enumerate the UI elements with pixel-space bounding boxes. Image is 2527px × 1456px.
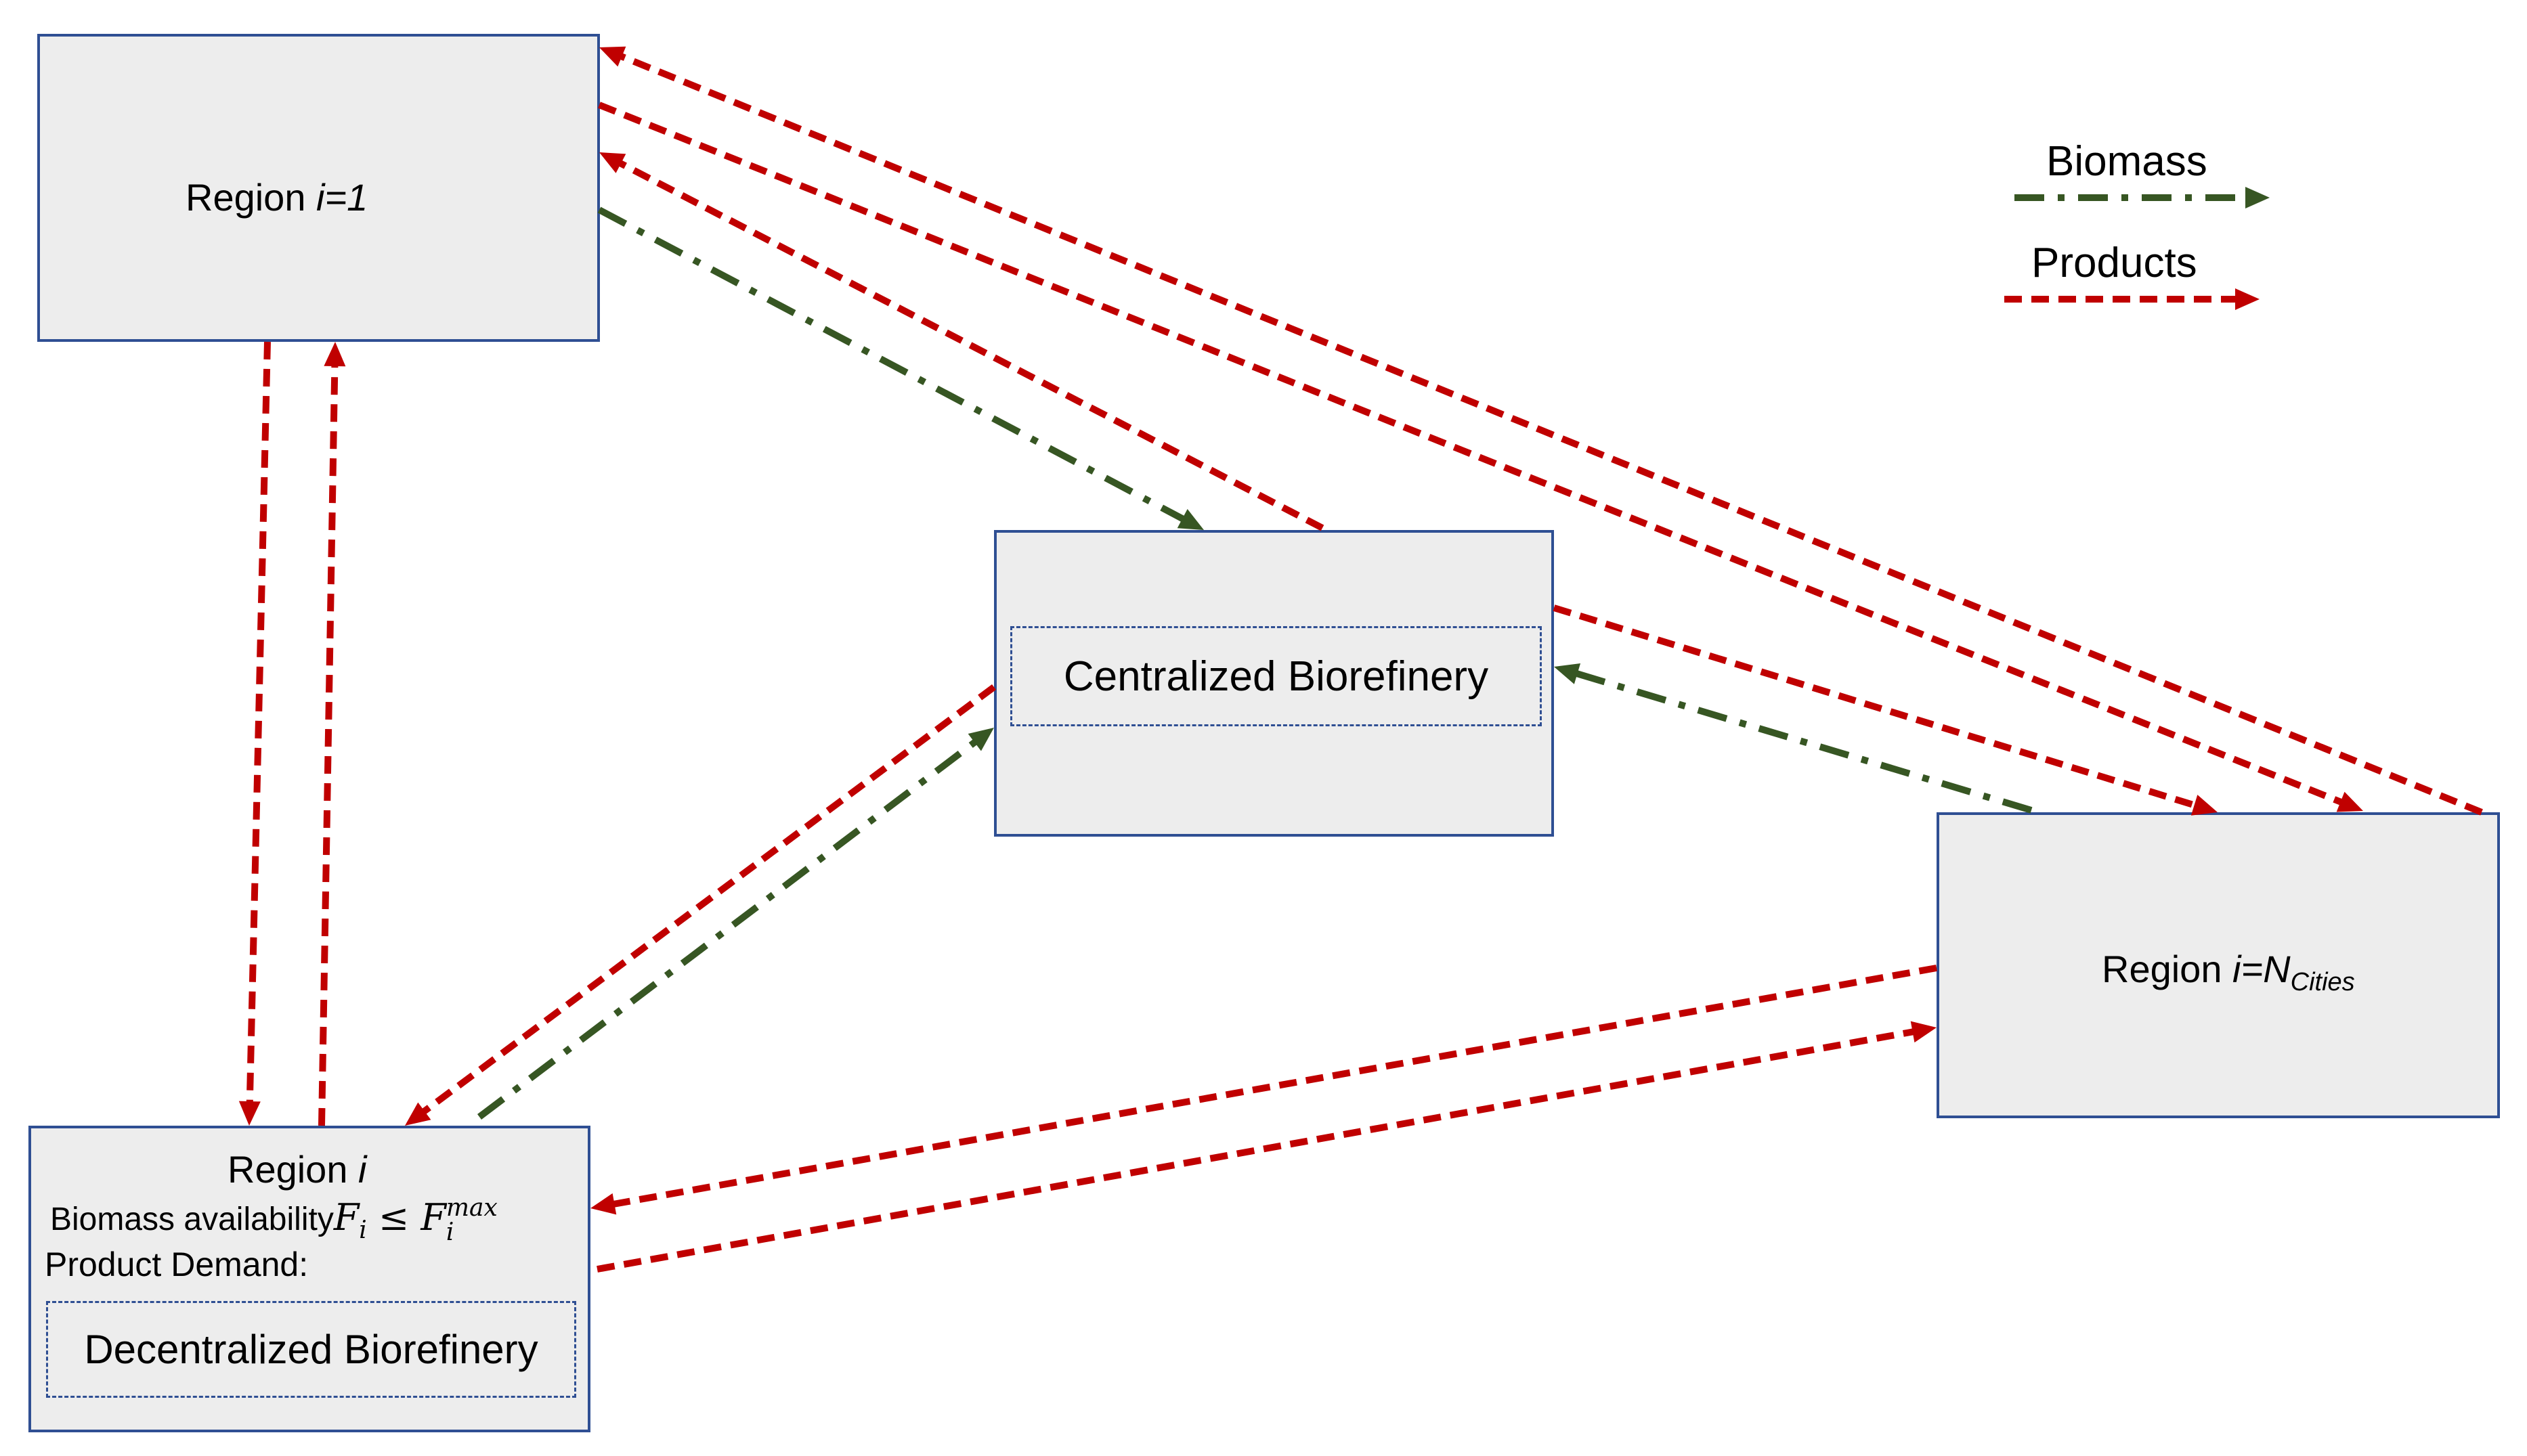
product-demand-label: Product Demand: [45,1245,309,1283]
flow-central-to-region-i [405,684,996,1126]
flow-region-n-to-central [1554,663,2033,814]
flow-region-i-to-central [477,728,994,1120]
region-i-title: Region i [228,1147,366,1191]
flow-region-n-to-region-1 [599,46,2483,816]
region-1-var: i=1 [316,176,368,219]
region-1-prefix: Region [186,176,317,219]
region-n-sub: Cities [2290,968,2355,997]
flow-central-to-region-n [1553,604,2218,816]
flow-region-i-to-region-n [597,1021,1937,1273]
region-n-prefix: Region [2102,948,2233,990]
flow-region-n-to-region-i [590,965,1937,1215]
legend-products-arrow [2004,288,2260,310]
region-1-label: Region i=1 [186,175,368,219]
region-i-var: i [358,1148,367,1191]
region-n-var: i=N [2232,948,2291,990]
decentralized-biorefinery: Decentralized Biorefinery [46,1301,576,1398]
region-i-prefix: Region [228,1148,359,1191]
centralized-biorefinery-label: Centralized Biorefinery [1063,653,1489,700]
centralized-biorefinery: Centralized Biorefinery [1010,626,1542,726]
legend-biomass-label: Biomass [2046,138,2207,185]
legend-products-label: Products [2031,240,2197,286]
region-1-box: Region i=1 [37,34,600,342]
central-box: Centralized Biorefinery [994,530,1554,837]
flow-region-1-to-region-n [598,102,2363,812]
biomass-availability-label: Biomass availability [50,1201,334,1237]
decentralized-biorefinery-label: Decentralized Biorefinery [84,1327,538,1372]
flow-region-1-to-central [597,206,1204,530]
region-n-box: Region i=NCities [1937,812,2500,1118]
flow-region-1-to-region-i [238,341,271,1126]
legend-biomass-arrow [2014,187,2270,208]
region-n-label: Region i=NCities [2102,947,2355,997]
flow-region-i-to-region-1 [318,342,346,1126]
flow-central-to-region-1 [599,152,1324,531]
